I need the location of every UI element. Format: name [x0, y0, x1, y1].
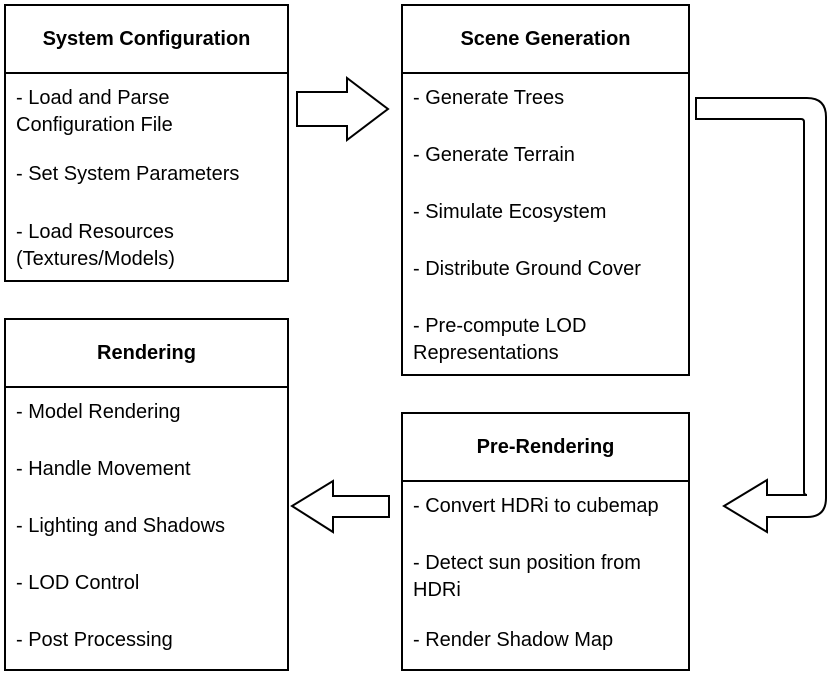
rendering-item: - Lighting and Shadows — [16, 515, 226, 537]
system-configuration-title: System Configuration — [6, 6, 287, 74]
arrow-config-to-scene — [296, 75, 390, 143]
scene-generation-box: Scene Generation - Generate Trees - Gene… — [401, 4, 690, 376]
rendering-item: - Handle Movement — [16, 458, 191, 480]
rendering-box: Rendering - Model Rendering - Handle Mov… — [4, 318, 289, 671]
pre-rendering-item: - Convert HDRi to cubemap — [413, 495, 659, 517]
scene-generation-item: - Pre-compute LOD Representations — [413, 315, 587, 364]
arrow-prerendering-to-rendering — [290, 479, 390, 534]
system-configuration-item: - Set System Parameters — [16, 163, 240, 185]
rendering-item: - Post Processing — [16, 629, 173, 651]
scene-generation-item: - Generate Trees — [413, 87, 565, 109]
system-configuration-item: - Load and Parse Configuration File — [16, 87, 173, 136]
arrow-scene-to-prerendering — [695, 97, 827, 534]
system-configuration-box: System Configuration - Load and Parse Co… — [4, 4, 289, 282]
rendering-item: - LOD Control — [16, 572, 140, 594]
scene-generation-title: Scene Generation — [403, 6, 688, 74]
rendering-title: Rendering — [6, 320, 287, 388]
scene-generation-item: - Distribute Ground Cover — [413, 258, 641, 280]
scene-generation-item: - Generate Terrain — [413, 144, 575, 166]
system-configuration-item: - Load Resources (Textures/Models) — [16, 221, 175, 270]
pre-rendering-item: - Render Shadow Map — [413, 629, 614, 651]
pre-rendering-box: Pre-Rendering - Convert HDRi to cubemap … — [401, 412, 690, 671]
scene-generation-item: - Simulate Ecosystem — [413, 201, 607, 223]
pre-rendering-item: - Detect sun position from HDRi — [413, 552, 641, 601]
pre-rendering-title: Pre-Rendering — [403, 414, 688, 482]
rendering-item: - Model Rendering — [16, 401, 181, 423]
